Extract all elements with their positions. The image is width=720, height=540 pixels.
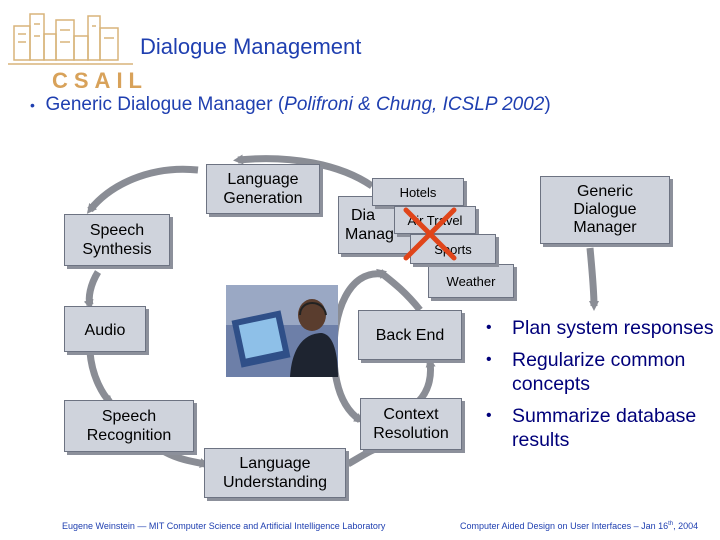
list-item: •Regularize common concepts — [486, 349, 686, 395]
list-item: •Summarize database results — [486, 405, 697, 451]
back-end-box: Back End — [358, 310, 462, 360]
subtitle-prefix: Generic Dialogue Manager ( — [45, 94, 285, 115]
audio-box: Audio — [64, 306, 146, 352]
slide-title: Dialogue Management — [140, 34, 362, 59]
weather-box: Weather — [428, 264, 514, 298]
user-with-headset-photo — [226, 285, 338, 377]
subtitle-citation: Polifroni & Chung, ICSLP 2002 — [284, 94, 545, 115]
footer-right: Computer Aided Design on User Interfaces… — [460, 521, 699, 531]
cityscape-logo-icon — [8, 13, 133, 65]
bullet-list: •Plan system responses •Regularize commo… — [486, 316, 716, 452]
csail-logo-text: CSAIL — [52, 68, 148, 93]
slide-subtitle: • Generic Dialogue Manager (Polifroni & … — [30, 94, 551, 115]
hotels-box: Hotels — [372, 178, 464, 206]
list-item: •Plan system responses — [486, 317, 714, 339]
subtitle-suffix: ) — [544, 94, 551, 115]
red-cross-icon — [403, 207, 457, 261]
footer-left: Eugene Weinstein — MIT Computer Science … — [62, 521, 386, 531]
